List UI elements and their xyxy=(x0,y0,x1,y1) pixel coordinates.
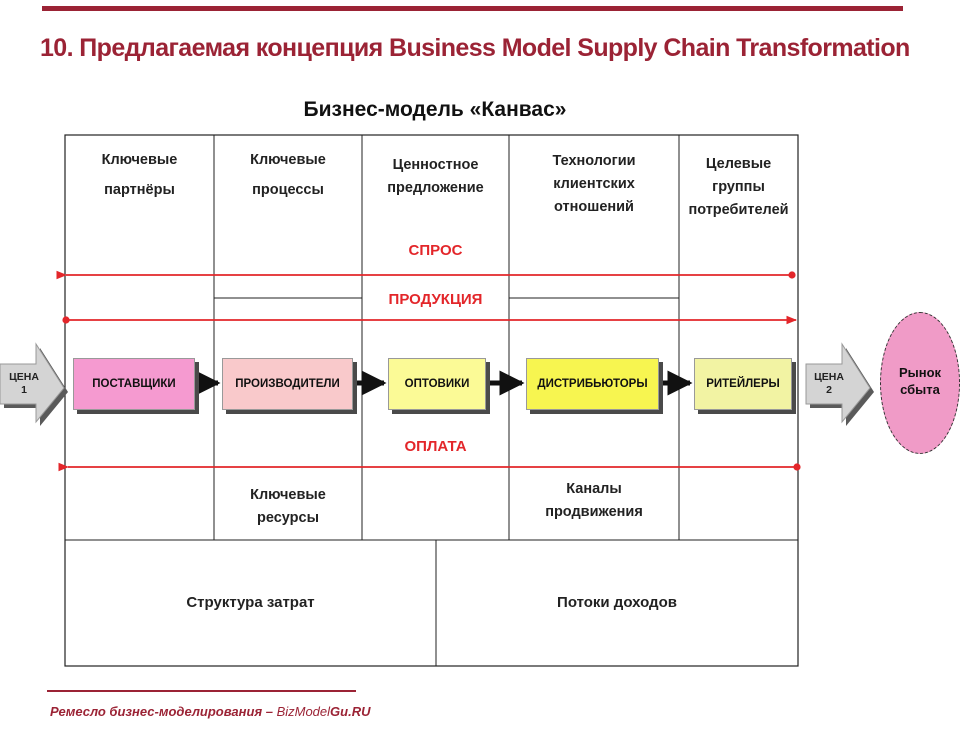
header-line: продвижения xyxy=(545,504,643,520)
chain-node-wholesalers: ОПТОВИКИ xyxy=(388,358,486,410)
footer-brand-b: Gu.RU xyxy=(330,704,371,719)
price-2-arrow xyxy=(805,342,874,426)
cost-structure-label: Структура затрат xyxy=(186,594,315,611)
chain-node-producers: ПРОИЗВОДИТЕЛИ xyxy=(222,358,353,410)
channels-header: Каналы продвижения xyxy=(509,478,679,524)
header-line: ресурсы xyxy=(257,510,319,526)
header-line: Ключевые xyxy=(250,487,326,503)
header-line: Ключевые xyxy=(101,152,178,168)
price-line: 1 xyxy=(21,384,27,396)
key-partners-header: Ключевые партнёры xyxy=(65,148,214,202)
price-2-label: ЦЕНА 2 xyxy=(806,371,852,397)
market-line: сбыта xyxy=(900,382,940,397)
key-resources-header: Ключевые ресурсы xyxy=(214,484,362,530)
slide-title: 10. Предлагаемая концепция Business Mode… xyxy=(40,34,910,62)
product-label: ПРОДУКЦИЯ xyxy=(388,291,483,308)
chain-node-suppliers: ПОСТАВЩИКИ xyxy=(73,358,195,410)
header-line: Технологии xyxy=(552,153,636,169)
canvas-outer-frame xyxy=(64,134,799,667)
key-activities-header: Ключевые процессы xyxy=(214,148,362,202)
chain-node-retailers: РИТЕЙЛЕРЫ xyxy=(694,358,792,410)
header-line: процессы xyxy=(252,182,324,198)
header-line: Целевые xyxy=(705,156,772,172)
price-1-arrow xyxy=(0,342,68,426)
revenue-streams-label: Потоки доходов xyxy=(557,594,677,611)
header-line: предложение xyxy=(387,180,484,196)
header-line: отношений xyxy=(554,199,634,215)
header-line: партнёры xyxy=(104,182,175,198)
market-ellipse xyxy=(880,312,960,454)
header-line: клиентских xyxy=(553,176,635,192)
canvas-title: Бизнес-модель «Канвас» xyxy=(303,98,567,121)
value-proposition-header: Ценностное предложение xyxy=(362,154,509,200)
header-line: Каналы xyxy=(566,481,622,497)
header-line: Ценностное xyxy=(392,157,479,173)
price-line: ЦЕНА xyxy=(814,371,844,383)
top-accent-bar xyxy=(42,6,903,11)
market-line: Рынок xyxy=(898,365,942,380)
customer-segments-header: Целевые группы потребителей xyxy=(679,153,798,222)
footer-prefix: Ремесло бизнес-моделирования – xyxy=(50,704,277,719)
chain-node-distributors: ДИСТРИБЬЮТОРЫ xyxy=(526,358,659,410)
footer-brand-a: BizModel xyxy=(276,704,331,719)
header-line: группы xyxy=(712,179,765,195)
price-line: 2 xyxy=(826,384,832,396)
footer-credit: Ремесло бизнес-моделирования – BizModelG… xyxy=(50,704,370,719)
market-label: Рынок сбыта xyxy=(880,364,960,398)
price-line: ЦЕНА xyxy=(9,371,39,383)
price-1-label: ЦЕНА 1 xyxy=(0,371,48,397)
customer-relationships-header: Технологии клиентских отношений xyxy=(509,150,679,219)
footer-divider xyxy=(47,690,356,692)
header-line: потребителей xyxy=(688,202,789,218)
payment-label: ОПЛАТА xyxy=(404,438,467,455)
header-line: Ключевые xyxy=(250,152,326,168)
demand-label: СПРОС xyxy=(408,242,463,259)
